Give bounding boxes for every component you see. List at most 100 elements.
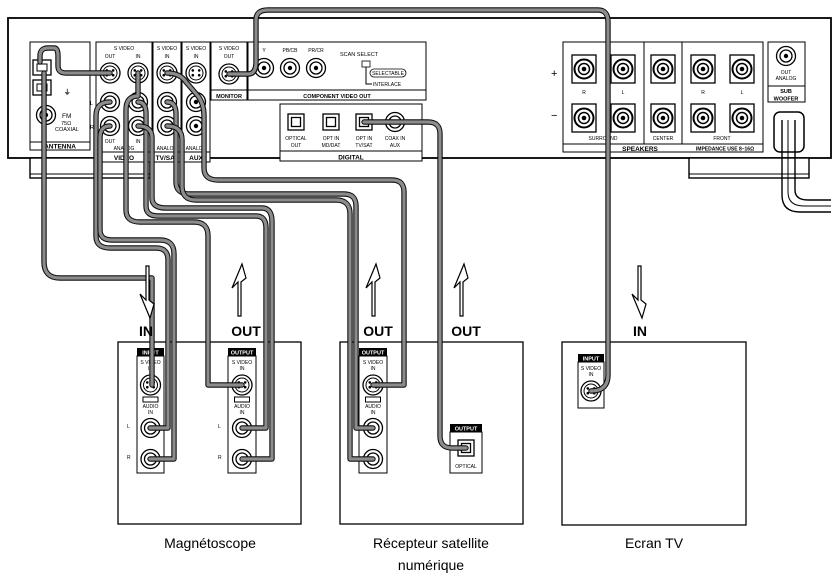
video-out-label: OUT (105, 54, 116, 60)
sub-label-1: SUB (780, 89, 792, 95)
digital-optical-label: OPTICAL (285, 136, 307, 142)
cable-sat-svideo-output (164, 70, 407, 388)
vcr-input-audio-in-label: IN (148, 410, 153, 416)
component-pr-label: PR/CR (308, 48, 324, 54)
scan-select-label: SCAN SELECT (340, 52, 379, 58)
aux-label: AUX (189, 155, 203, 162)
aux-svideo-label: S VIDEO (186, 46, 206, 52)
digital-label: DIGITAL (338, 155, 364, 162)
aux-in-label: IN (194, 54, 199, 60)
speaker-surround-r-minus[interactable] (571, 103, 597, 133)
plus-label: + (551, 68, 557, 80)
cable-vcr-svideo-input (41, 70, 155, 388)
tv-input-header: INPUT (583, 357, 600, 363)
video-in2-label: IN (136, 139, 141, 145)
sub-analog-label: ANALOG (776, 76, 797, 82)
speaker-front-r-plus[interactable] (690, 54, 716, 84)
sat-output-header: OUTPUT (362, 351, 385, 357)
antenna-label: ANTENNA (44, 144, 76, 151)
component-pb-label: PB/CB (282, 48, 298, 54)
component-video-section: COMPONENT VIDEO OUT Y PB/CB PR/CR SCAN S… (247, 41, 427, 101)
vcr-input-audio-label: AUDIO (143, 404, 159, 410)
sub-label-2: WOOFER (774, 97, 799, 103)
power-cord (773, 111, 831, 213)
vcr-output-audio-label: AUDIO (234, 404, 250, 410)
speaker-center-plus[interactable] (650, 54, 676, 84)
aux-svideo-in-jack[interactable] (185, 62, 207, 84)
speakers-section: SPEAKERS IMPEDANCE USE 8–16Ω + − R L R L… (551, 41, 764, 153)
arrow-vcr-input-label: IN (139, 323, 153, 339)
digital-section: DIGITAL OPTICAL OUT OPT IN MD/DAT OPT IN… (279, 103, 423, 162)
video-in-label: IN (136, 54, 141, 60)
digital-opt-in-mddat-jack[interactable] (322, 113, 340, 131)
arrow-tv-input: IN (631, 265, 647, 339)
monitor-out-label: OUT (224, 54, 235, 60)
component-y-label: Y (262, 48, 266, 54)
speaker-front-l-plus[interactable] (729, 54, 755, 84)
surround-label: SURROUND (589, 136, 618, 142)
sat-caption-line1: Récepteur satellite (373, 535, 489, 551)
sat-output-audio-in-label: IN (371, 410, 376, 416)
sat-optical-header: OUTPUT (455, 427, 478, 433)
sat-optical-panel: OUTPUT OPTICAL (449, 424, 483, 474)
vcr-output-r-label: R (218, 455, 222, 461)
speaker-l2-label: L (741, 90, 744, 96)
receiver-rear-panel: ANTENNA ⏚ FM 75Ω COAXIAL VIDEO S VIDEO O… (7, 17, 832, 213)
vcr-input-r-label: R (127, 455, 131, 461)
aux-analog-label: ANALOG (186, 146, 207, 152)
digital-opt-in-1-label: OPT IN (323, 136, 340, 142)
arrow-vcr-input: IN (139, 265, 155, 339)
subwoofer-out-jack[interactable] (775, 45, 797, 67)
sat-output-svideo-in-label: IN (371, 366, 376, 372)
cable-sat-optical (361, 119, 469, 451)
subwoofer-section: OUT ANALOG SUB WOOFER (767, 41, 806, 103)
component-pb-jack[interactable] (279, 57, 301, 79)
vcr-output-panel: OUTPUT S VIDEO IN AUDIO IN L R (218, 348, 257, 474)
cable-sat-audio-out-r (164, 123, 376, 462)
fm-coaxial-label: COAXIAL (55, 127, 79, 133)
impedance-label: IMPEDANCE USE 8–16Ω (696, 147, 754, 153)
digital-out-label: OUT (291, 143, 302, 149)
scan-select-switch[interactable] (361, 60, 371, 68)
speaker-surround-l-minus[interactable] (610, 103, 636, 133)
sat-output-audio-label: AUDIO (365, 404, 381, 410)
speaker-r-label: R (582, 90, 586, 96)
tv-input-svideo-label: S VIDEO (581, 366, 601, 372)
arrow-vcr-output-label: OUT (231, 323, 261, 339)
tvsat-svideo-label: S VIDEO (157, 46, 177, 52)
vcr-output-l-label: L (218, 424, 221, 430)
speaker-surround-l-plus[interactable] (610, 54, 636, 84)
speaker-surround-r-plus[interactable] (571, 54, 597, 84)
cables (37, 7, 611, 462)
fm-ohm-label: 75Ω (61, 121, 71, 127)
digital-mddat-label: MD/DAT (322, 143, 341, 149)
vcr-output-svideo-in-label: IN (240, 366, 245, 372)
satellite-receiver-device: OUTPUT S VIDEO IN AUDIO IN L R OUTPUT OP… (339, 341, 524, 573)
digital-aux-label: AUX (390, 143, 401, 149)
speaker-center-minus[interactable] (650, 103, 676, 133)
arrow-vcr-output: OUT (231, 262, 261, 339)
sub-out-label: OUT (781, 70, 792, 76)
arrow-tv-input-label: IN (633, 323, 647, 339)
digital-optical-out-jack[interactable] (287, 113, 305, 131)
cable-vcr-svideo-output (123, 70, 245, 388)
speaker-front-l-minus[interactable] (729, 103, 755, 133)
vcr-caption: Magnétoscope (164, 535, 256, 551)
speaker-r2-label: R (701, 90, 705, 96)
direction-arrows: IN OUT OUT OUT IN (139, 262, 647, 339)
cable-vcr-audio-in-l (93, 99, 171, 431)
digital-coax-in-label: COAX IN (385, 136, 406, 142)
arrow-sat-optical-output: OUT (451, 262, 481, 339)
tv-input-svideo-in-label: IN (589, 372, 594, 378)
speaker-front-r-minus[interactable] (690, 103, 716, 133)
component-label: COMPONENT VIDEO OUT (303, 94, 371, 100)
vcr-output-svideo-label: S VIDEO (232, 360, 252, 366)
tv-device: INPUT S VIDEO IN Ecran TV (561, 341, 747, 551)
vcr-output-audio-in-label: IN (240, 410, 245, 416)
cable-vcr-audio-out-l (135, 99, 269, 431)
component-pr-jack[interactable] (305, 57, 327, 79)
speaker-l-label: L (622, 90, 625, 96)
vcr-output-header: OUTPUT (231, 351, 254, 357)
sat-output-svideo-label: S VIDEO (363, 360, 383, 366)
